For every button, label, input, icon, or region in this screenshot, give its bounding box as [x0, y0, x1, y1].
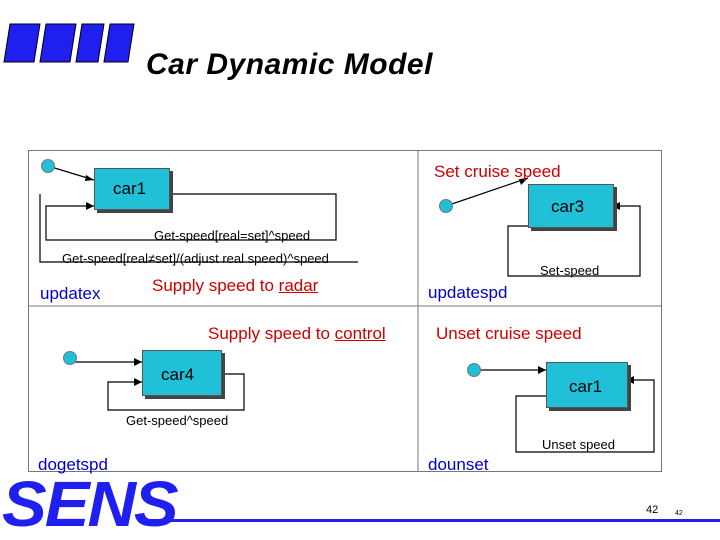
event-label: Unset cruise speed	[436, 324, 582, 343]
diagram-panel	[28, 150, 662, 472]
event-label: Set cruise speed	[434, 162, 561, 181]
initial-state-dot	[63, 351, 77, 365]
initial-arrow-car3	[445, 177, 529, 207]
transition-label: Set-speed	[540, 263, 600, 278]
action-label: Supply speed to control	[208, 324, 386, 344]
region-label: dounset	[428, 455, 489, 474]
transition-label: Get-speed[real=set]^speed	[154, 228, 311, 243]
logo-icon	[3, 23, 135, 63]
state-label: car4	[161, 365, 195, 384]
transition-label: Get-speed^speed	[126, 413, 229, 428]
region-label: updatespd	[428, 283, 508, 302]
transition-label: Get-speed[real≠set]/(adjust real speed)^…	[62, 251, 329, 266]
region-label: updatex	[40, 284, 101, 303]
initial-state-dot	[439, 199, 453, 213]
state-car3: car3	[528, 184, 614, 228]
region-label: dogetspd	[38, 455, 108, 474]
state-label: car1	[569, 377, 603, 396]
state-label: car1	[113, 179, 147, 198]
action-target: radar	[278, 276, 319, 295]
action-label: Supply speed to radar	[152, 276, 318, 296]
action-target: control	[334, 324, 386, 343]
initial-state-dot	[41, 159, 55, 173]
page-number: 42	[646, 504, 659, 516]
action-prefix: Supply speed to	[208, 324, 335, 343]
transition-label: Unset speed	[542, 437, 615, 452]
state-car1-unset: car1	[546, 362, 628, 408]
page-number-faint: 42	[675, 510, 683, 517]
state-car1: car1	[94, 168, 170, 210]
sens-logo: SENS	[2, 468, 179, 540]
footer-rule	[144, 519, 720, 522]
state-car4: car4	[142, 350, 222, 396]
action-prefix: Supply speed to	[152, 276, 279, 295]
initial-state-dot	[467, 363, 481, 377]
page-title: Car Dynamic Model	[146, 48, 433, 81]
state-label: car3	[551, 197, 585, 216]
